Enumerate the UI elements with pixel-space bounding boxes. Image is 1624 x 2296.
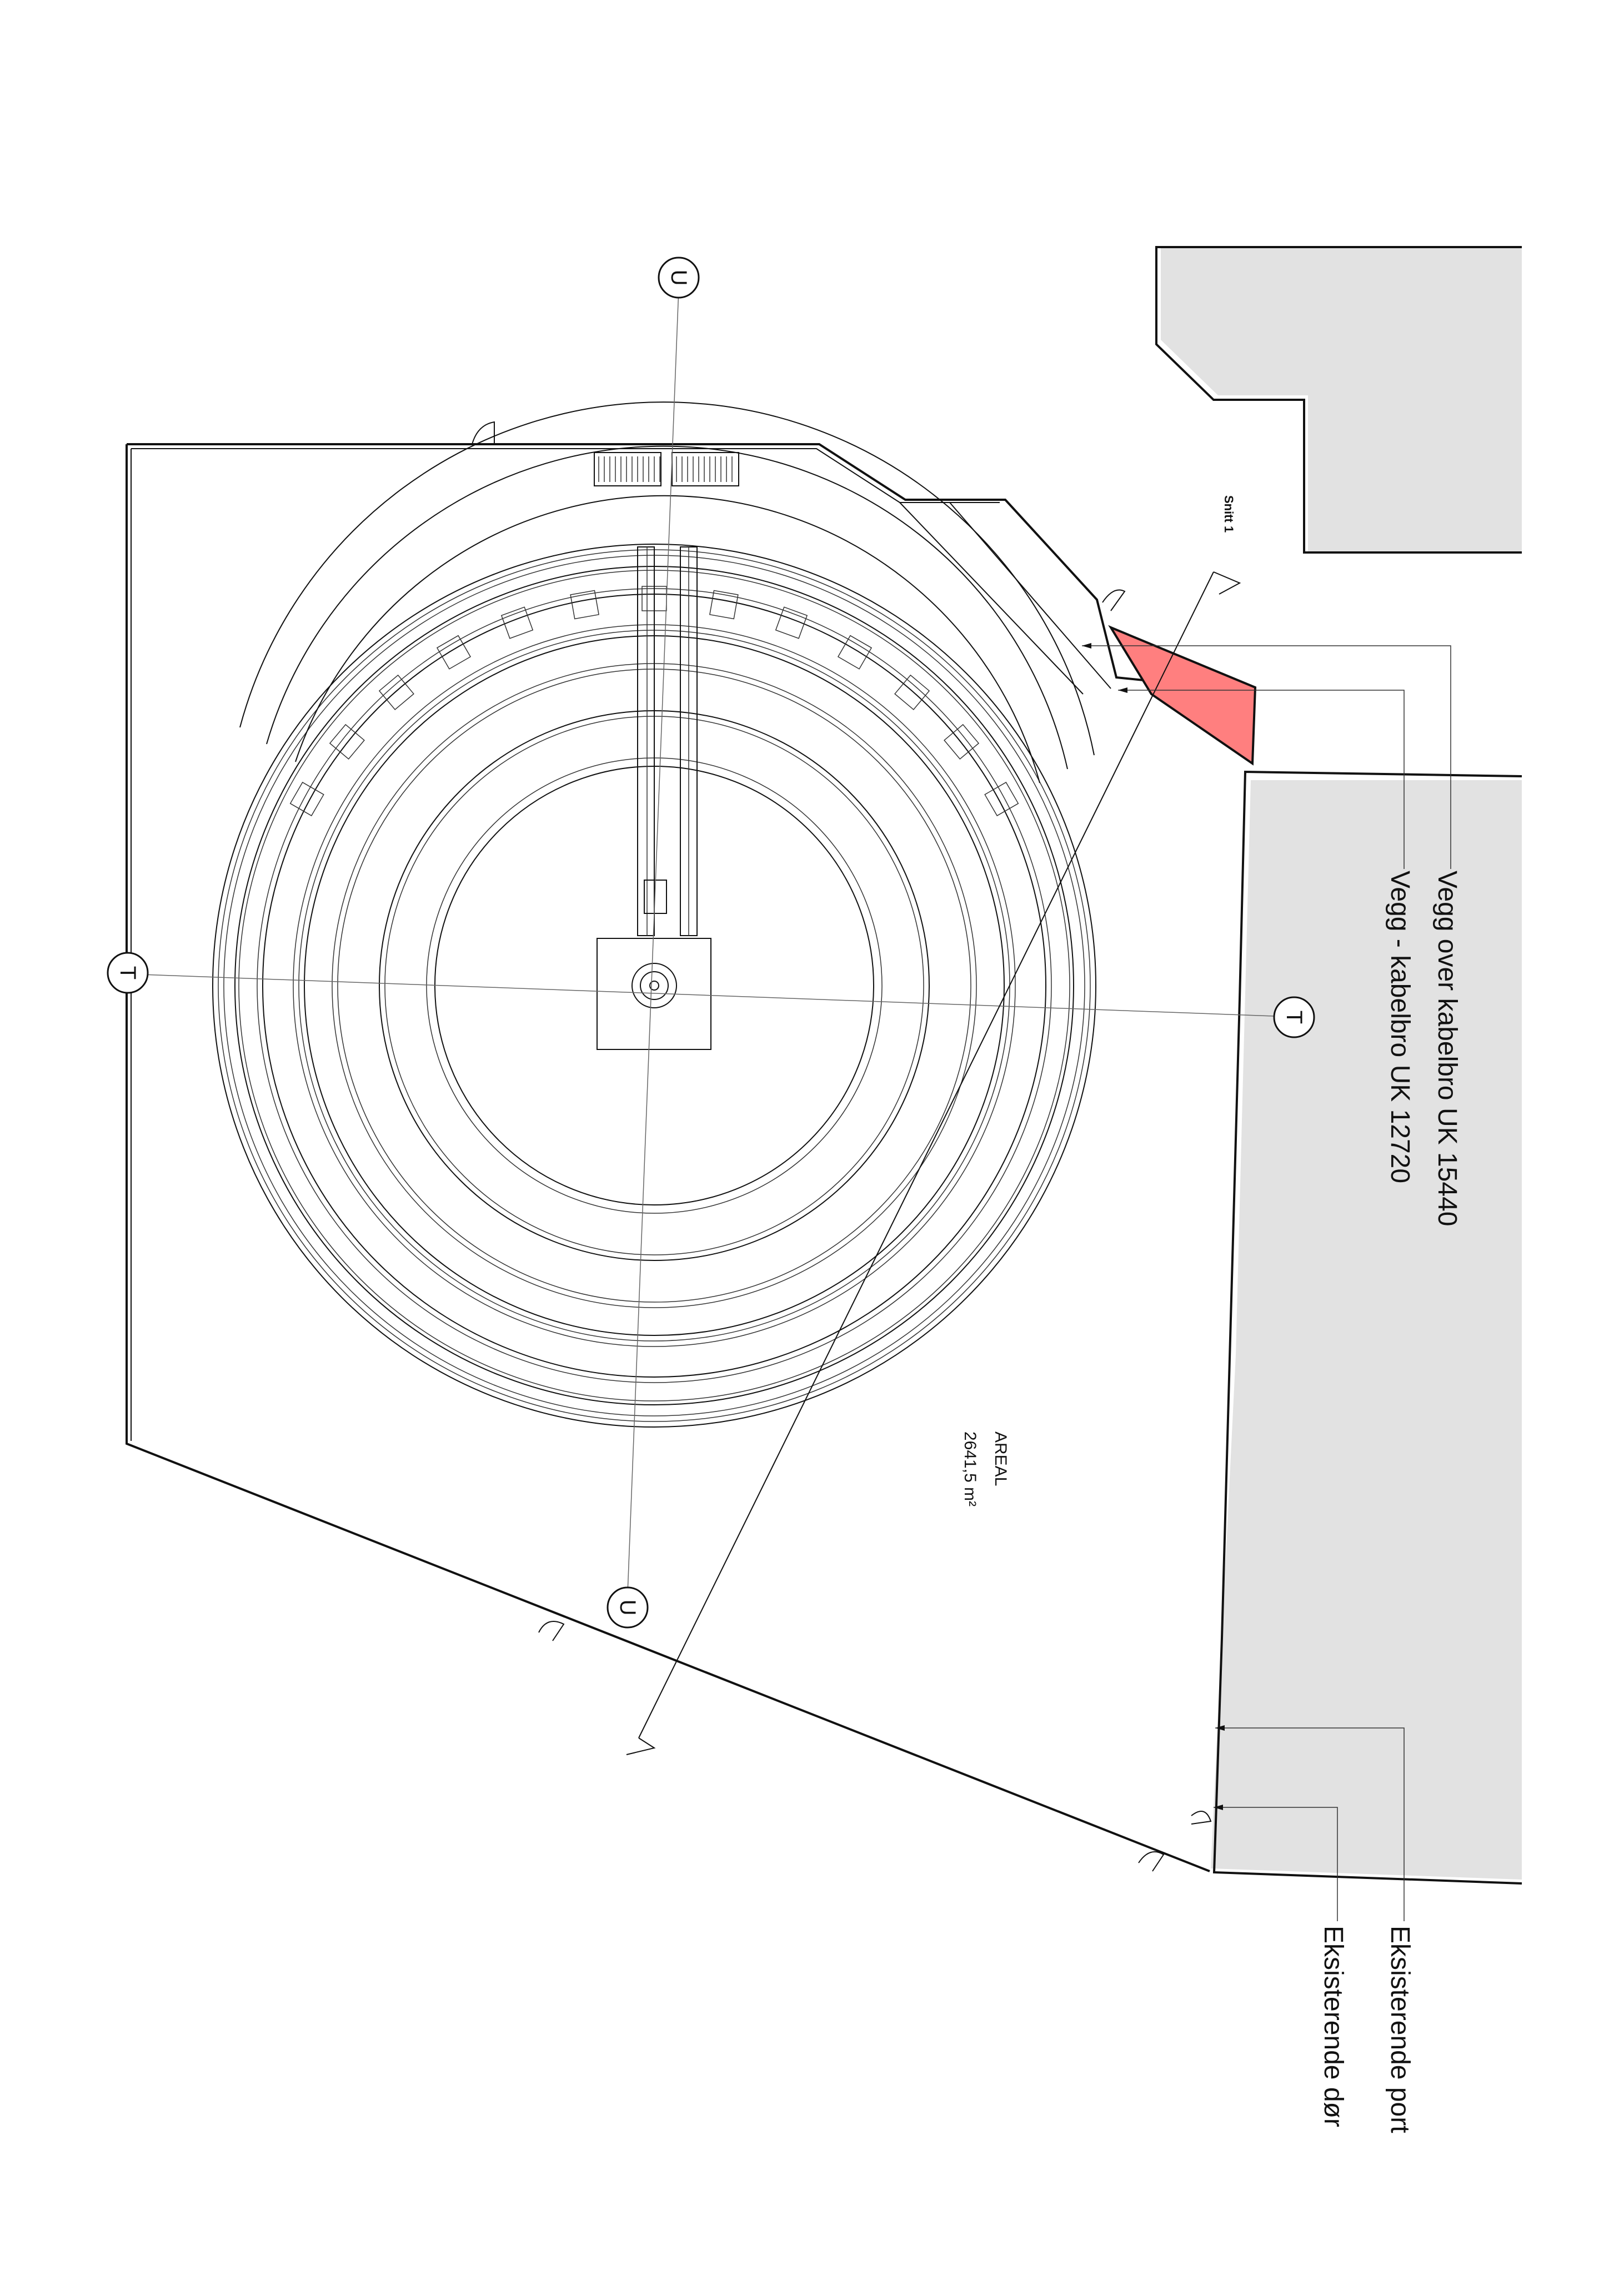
arc-bay	[894, 674, 930, 710]
existing-port-label: Eksisterende port	[1385, 1926, 1415, 2133]
section-label: Snitt 1	[1222, 495, 1236, 532]
grid-marker-u-bottom: U	[607, 1586, 649, 1629]
tank-ring	[212, 544, 1096, 1428]
area-value: 2641,5 m²	[961, 1431, 979, 1506]
neighbor-building-right	[1211, 770, 1522, 1885]
wall-cable-label: Vegg - kabelbro UK 12720	[1385, 871, 1415, 1183]
arc-bay	[329, 724, 365, 760]
svg-text:T: T	[1282, 1011, 1306, 1024]
wall-above-label: Vegg over kabelbro UK 15440	[1432, 871, 1462, 1226]
building-outline	[126, 421, 1253, 1872]
svg-text:T: T	[116, 966, 140, 979]
arc-bay	[436, 635, 472, 670]
arc-bay	[837, 635, 873, 670]
arc-bay	[500, 606, 534, 639]
area-title: AREAL	[991, 1431, 1010, 1486]
arc-bay	[709, 590, 739, 620]
highlighted-wall-zone	[1108, 625, 1257, 766]
svg-text:U: U	[615, 1600, 640, 1616]
section-line: Snitt 1	[626, 495, 1241, 1755]
arc-bay	[775, 606, 808, 639]
grid-axes	[141, 288, 1275, 1594]
grid-marker-t-right: T	[1273, 996, 1315, 1038]
grid-marker-t-left: T	[107, 952, 149, 994]
leader-lines	[1082, 643, 1451, 1921]
arc-bay	[570, 590, 599, 620]
grid-marker-u-top: U	[658, 257, 700, 299]
svg-text:U: U	[666, 270, 691, 286]
arc-bay	[289, 781, 324, 817]
central-bridge	[594, 452, 739, 1050]
arc-bay	[944, 724, 980, 760]
existing-door-label: Eksisterende dør	[1319, 1926, 1348, 2127]
upper-arc-walkway	[239, 401, 1095, 817]
arc-bay	[378, 674, 414, 710]
arc-bay	[984, 781, 1019, 817]
neighbor-building-top	[1155, 246, 1522, 554]
